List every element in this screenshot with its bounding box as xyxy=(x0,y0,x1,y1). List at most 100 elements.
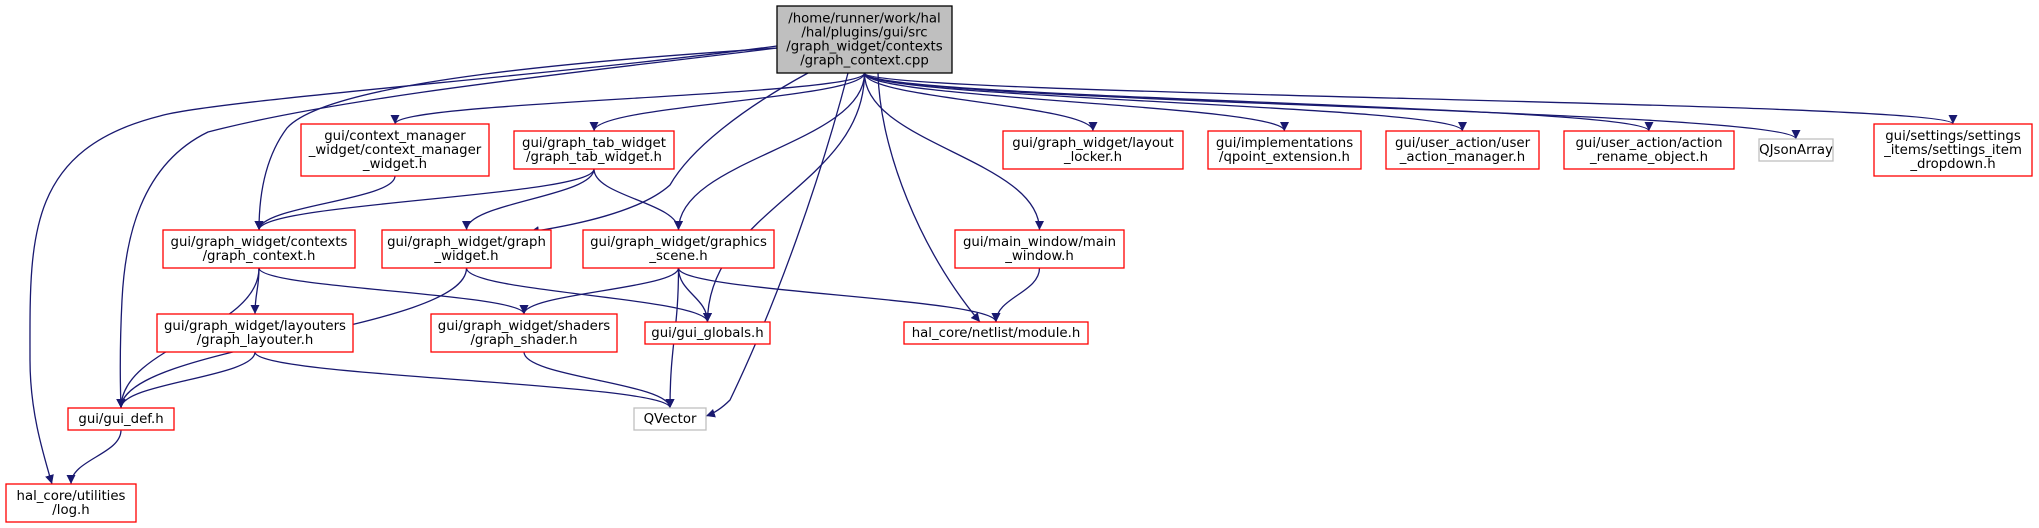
node-mainwin-label-line: gui/main_window/main xyxy=(963,235,1116,250)
edge-root-to-tabw xyxy=(589,72,866,132)
node-guidef[interactable]: gui/gui_def.h xyxy=(67,407,175,431)
node-layouter-label-line: gui/graph_widget/layouters xyxy=(164,319,346,334)
node-ctxmgr-label-line: gui/context_manager xyxy=(324,129,466,144)
edge-root-to-qpoint xyxy=(863,72,1289,132)
node-ctxmgr-label-line: _widget.h xyxy=(362,157,427,172)
node-qvector-label-line: QVector xyxy=(644,412,697,427)
node-shader-label-line: /graph_shader.h xyxy=(470,333,577,348)
node-gwidget-label-line: _widget.h xyxy=(433,249,498,264)
node-gctx-label-line: /graph_context.h xyxy=(203,249,316,264)
node-gscene[interactable]: gui/graph_widget/graphics_scene.h xyxy=(582,229,775,269)
node-qvector-box xyxy=(633,407,707,431)
edge-tabw-to-gctx xyxy=(254,168,595,231)
node-uam-label-line: gui/user_action/user xyxy=(1395,136,1531,151)
node-log[interactable]: hal_core/utilities/log.h xyxy=(5,483,137,523)
node-module[interactable]: hal_core/netlist/module.h xyxy=(903,321,1089,345)
node-qpoint[interactable]: gui/implementations/qpoint_extension.h xyxy=(1207,130,1362,170)
edge-root-to-gctx xyxy=(254,47,778,231)
edge-root-to-globals xyxy=(703,72,866,323)
node-gctx-label-line: gui/graph_widget/contexts xyxy=(171,235,348,250)
nodes-layer: /home/runner/work/hal/hal/plugins/gui/sr… xyxy=(5,5,2033,523)
node-rename-box xyxy=(1563,130,1735,170)
node-mainwin[interactable]: gui/main_window/main_window.h xyxy=(954,229,1125,269)
node-settings-box xyxy=(1873,123,2033,177)
node-tabw-box xyxy=(513,130,675,170)
node-root-label-line: /home/runner/work/hal xyxy=(788,12,940,27)
node-qvector[interactable]: QVector xyxy=(633,407,707,431)
node-uam-box xyxy=(1385,130,1540,170)
node-qjson-label-line: QJsonArray xyxy=(1759,143,1833,158)
node-root-label-line: /graph_context.cpp xyxy=(800,54,929,69)
node-gwidget-box xyxy=(381,229,552,269)
node-ctxmgr-box xyxy=(300,123,490,177)
edge-root-to-guidef xyxy=(116,47,778,409)
node-globals-box xyxy=(644,321,771,345)
edge-tabw-to-gscene xyxy=(593,168,683,231)
edge-shader-to-qvector xyxy=(523,351,675,409)
node-mainwin-label-line: _window.h xyxy=(1004,249,1074,264)
edge-gctx-to-shader xyxy=(258,267,529,315)
node-locker-label-line: _locker.h xyxy=(1063,150,1122,165)
node-shader[interactable]: gui/graph_widget/shaders/graph_shader.h xyxy=(430,313,618,353)
node-rename-label-line: _rename_object.h xyxy=(1589,150,1708,165)
edge-layouter-to-guidef xyxy=(116,351,256,409)
node-log-label-line: hal_core/utilities xyxy=(17,489,126,504)
node-uam[interactable]: gui/user_action/user_action_manager.h xyxy=(1385,130,1540,170)
node-shader-box xyxy=(430,313,618,353)
edge-root-to-gscene xyxy=(674,72,866,231)
node-settings-label-line: _items/settings_item xyxy=(1883,143,2022,158)
node-tabw-label-line: gui/graph_tab_widget xyxy=(522,136,666,151)
node-globals-label-line: gui/gui_globals.h xyxy=(651,326,763,341)
edge-root-to-qjson xyxy=(863,72,1801,140)
node-guidef-box xyxy=(67,407,175,431)
node-guidef-label-line: gui/gui_def.h xyxy=(78,412,163,427)
node-root: /home/runner/work/hal/hal/plugins/gui/sr… xyxy=(776,5,953,74)
node-qjson[interactable]: QJsonArray xyxy=(1758,138,1834,162)
node-root-label-line: /graph_widget/contexts xyxy=(786,40,942,55)
node-uam-label-line: _action_manager.h xyxy=(1399,150,1525,165)
node-settings[interactable]: gui/settings/settings_items/settings_ite… xyxy=(1873,123,2033,177)
edge-root-to-mainwin xyxy=(863,72,1044,231)
node-locker-box xyxy=(1002,130,1184,170)
node-gwidget[interactable]: gui/graph_widget/graph_widget.h xyxy=(381,229,552,269)
node-module-label-line: hal_core/netlist/module.h xyxy=(912,326,1081,341)
node-locker-label-line: gui/graph_widget/layout xyxy=(1012,136,1173,151)
node-gwidget-label-line: gui/graph_widget/graph xyxy=(387,235,546,250)
node-root-label-line: /hal/plugins/gui/src xyxy=(801,26,927,41)
edge-root-to-settings xyxy=(863,72,1958,125)
edge-gscene-to-shader xyxy=(519,267,680,315)
node-qjson-box xyxy=(1758,138,1834,162)
node-layouter-label-line: /graph_layouter.h xyxy=(197,333,314,348)
node-ctxmgr[interactable]: gui/context_manager_widget/context_manag… xyxy=(300,123,490,177)
edge-root-to-log xyxy=(29,45,778,485)
node-gscene-box xyxy=(582,229,775,269)
edge-root-to-locker xyxy=(863,72,1098,132)
node-rename[interactable]: gui/user_action/action_rename_object.h xyxy=(1563,130,1735,170)
node-gctx-box xyxy=(162,229,356,269)
node-tabw[interactable]: gui/graph_tab_widget/graph_tab_widget.h xyxy=(513,130,675,170)
node-log-box xyxy=(5,483,137,523)
node-mainwin-box xyxy=(954,229,1125,269)
edge-root-to-module xyxy=(877,72,981,323)
node-qpoint-box xyxy=(1207,130,1362,170)
edge-mainwin-to-module xyxy=(991,267,1041,323)
node-gctx[interactable]: gui/graph_widget/contexts/graph_context.… xyxy=(162,229,356,269)
node-settings-label-line: gui/settings/settings xyxy=(1885,129,2021,144)
node-globals[interactable]: gui/gui_globals.h xyxy=(644,321,771,345)
node-settings-label-line: _dropdown.h xyxy=(1909,157,1995,172)
edge-root-to-ctxmgr xyxy=(390,72,866,125)
node-tabw-label-line: /graph_tab_widget.h xyxy=(526,150,662,165)
node-module-box xyxy=(903,321,1089,345)
edge-layouter-to-qvector xyxy=(254,351,675,409)
edge-tabw-to-gwidget xyxy=(462,168,595,231)
edge-root-to-uam xyxy=(863,72,1467,132)
node-root-box xyxy=(776,5,953,74)
node-layouter[interactable]: gui/graph_widget/layouters/graph_layoute… xyxy=(156,313,354,353)
edge-ctxmgr-to-gctx xyxy=(254,175,396,231)
node-layouter-box xyxy=(156,313,354,353)
edge-guidef-to-log xyxy=(66,429,122,485)
edges-layer xyxy=(29,45,1958,485)
node-locker[interactable]: gui/graph_widget/layout_locker.h xyxy=(1002,130,1184,170)
edge-root-to-gwidget xyxy=(529,72,809,236)
